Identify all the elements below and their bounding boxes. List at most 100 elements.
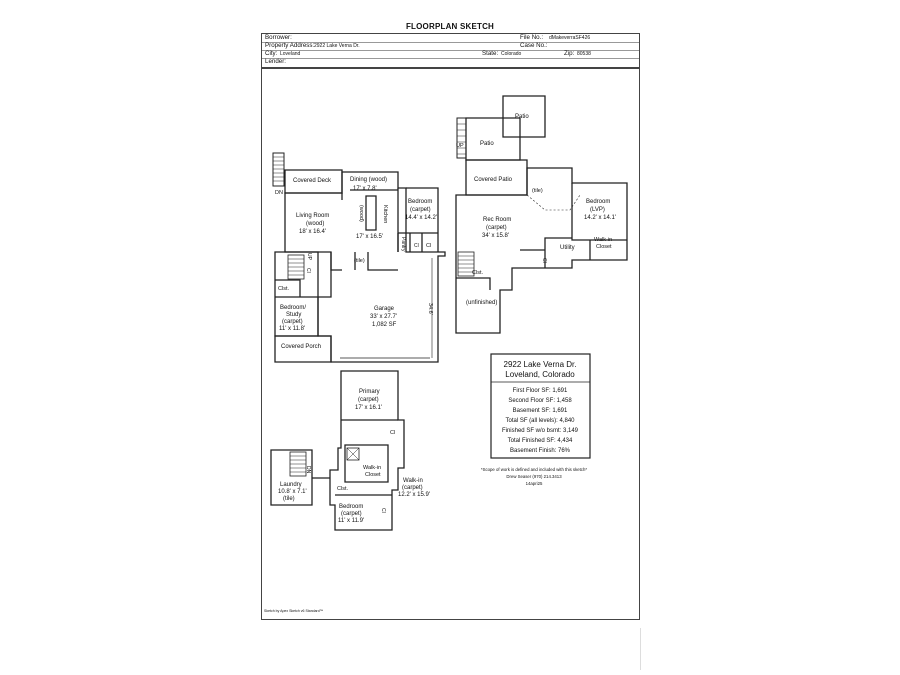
pantry-label: Pantry bbox=[400, 237, 406, 252]
bedroom-main-label: Bedroom bbox=[408, 199, 432, 205]
lender-label: Lender: bbox=[265, 58, 286, 65]
left-wing bbox=[274, 251, 319, 337]
summary-box bbox=[490, 353, 591, 459]
patio-stairs bbox=[456, 117, 467, 159]
footer-credit: Sketch by Apex Sketch v6 Standard™ bbox=[264, 609, 323, 613]
covered-porch-label: Covered Porch bbox=[281, 344, 321, 350]
laundry-outline bbox=[270, 449, 313, 506]
scope-note: *Scope of work is defined and included w… bbox=[481, 467, 587, 472]
primary-floor-label: (carpet) bbox=[358, 397, 379, 403]
header-row-borrower: Borrower: File No.: dMakeverraSF426 bbox=[262, 34, 639, 43]
clst-main-label: Clst. bbox=[278, 286, 289, 292]
property-address-value: 2922 Lake Verna Dr. bbox=[314, 43, 360, 49]
walkin-closet-label-2: Closet bbox=[365, 472, 381, 478]
cl-bsmt-label: Cl bbox=[541, 258, 547, 263]
header-row-address: Property Address: 2922 Lake Verna Dr. Ca… bbox=[262, 42, 639, 51]
shower bbox=[346, 447, 360, 461]
patio-stair-treads bbox=[457, 123, 466, 155]
bedroom-upper-dim-label: 11' x 11.9' bbox=[338, 518, 364, 524]
clst-upper-label: Clst. bbox=[337, 486, 348, 492]
summary-row: Total SF (all levels): 4,840 bbox=[505, 418, 575, 424]
room-labels: Covered Deck DN Dining (wood) 17' x 7.8'… bbox=[275, 114, 616, 524]
walkin-carpet-dim-label: 12.2' x 15.9' bbox=[398, 492, 430, 498]
cl-a-label: Cl bbox=[426, 243, 431, 249]
summary-text: 2922 Lake Verna Dr. Loveland, Colorado F… bbox=[264, 360, 587, 613]
tile-bsmt-label: (tile) bbox=[532, 188, 543, 194]
property-address-label: Property Address: bbox=[265, 42, 315, 49]
dn-upper-label: DN bbox=[305, 466, 311, 474]
upper-stair-treads bbox=[290, 455, 306, 473]
kitchen-label: Kitchen bbox=[382, 205, 388, 223]
bedroom-study-dim-label: 11' x 11.8' bbox=[279, 326, 305, 332]
summary-row: Second Floor SF: 1,458 bbox=[508, 398, 572, 404]
walls bbox=[270, 95, 628, 531]
garage-dim-label: 33' x 27.7' bbox=[370, 314, 397, 320]
page-title: FLOORPLAN SKETCH bbox=[405, 22, 495, 31]
basement-outline bbox=[455, 167, 628, 334]
covered-patio-label: Covered Patio bbox=[474, 177, 513, 183]
patio-top-outline bbox=[502, 95, 546, 138]
laundry-label: Laundry bbox=[280, 482, 302, 488]
borrower-label: Borrower: bbox=[265, 34, 292, 41]
living-floor-label: (wood) bbox=[306, 221, 324, 227]
up-main-label: UP bbox=[306, 253, 312, 261]
cl-upper-b-label: Cl bbox=[380, 508, 386, 513]
bedroom-main-dim-label: 14.4' x 14.2' bbox=[405, 215, 437, 221]
patio-top-label: Patio bbox=[515, 114, 529, 120]
basement-stair-treads bbox=[458, 255, 474, 273]
wood-vertical-label: (wood) bbox=[358, 205, 364, 222]
summary-row: Basement SF: 1,691 bbox=[513, 408, 568, 414]
state-label: State: bbox=[482, 50, 499, 57]
rec-room-dim-label: 34' x 15.8' bbox=[482, 233, 509, 239]
clst-bsmt-wall bbox=[456, 277, 491, 290]
bedroom-study-label: Bedroom/ bbox=[280, 305, 306, 311]
laundry-dim-label: 10.8' x 7.1' bbox=[278, 489, 307, 495]
city-value: Loveland bbox=[280, 51, 301, 57]
dn-main-label: DN bbox=[275, 190, 283, 196]
watermark-edge bbox=[640, 628, 653, 670]
upper-floor-outline bbox=[329, 370, 405, 531]
garage-label: Garage bbox=[374, 306, 395, 312]
zip-value: 80538 bbox=[577, 51, 591, 57]
contact-note: Drew Seaser (970) 214.3413 bbox=[506, 474, 562, 479]
bedroom-lvp-label: Bedroom bbox=[586, 199, 610, 205]
walkin-bsmt-label: Walk-in bbox=[594, 237, 612, 243]
summary-address-1: 2922 Lake Verna Dr. bbox=[504, 360, 577, 369]
walkin-bsmt-label-2: Closet bbox=[596, 244, 612, 250]
walkin-closet-walls bbox=[344, 444, 389, 483]
walkin-carpet-label: Walk-in bbox=[403, 478, 423, 484]
up-bsmt-label: UP bbox=[456, 143, 464, 149]
primary-label: Primary bbox=[359, 389, 380, 395]
cl-entry-label: Cl bbox=[305, 268, 311, 273]
date-note: 14apri25 bbox=[526, 481, 543, 486]
cl-b-label: Cl bbox=[414, 243, 419, 249]
shower-x bbox=[346, 447, 360, 461]
state-value: Colorado bbox=[501, 51, 522, 57]
pantry-wall bbox=[397, 233, 423, 252]
laundry-floor-label: (tile) bbox=[283, 496, 295, 502]
unfinished-label: (unfinished) bbox=[466, 300, 497, 306]
living-label: Living Room bbox=[296, 213, 329, 219]
tile-main-label: (tile) bbox=[354, 258, 365, 264]
living-dim-label: 18' x 16.4' bbox=[299, 229, 326, 235]
summary-row: Total Finished SF: 4,434 bbox=[508, 438, 573, 444]
kitchen-dim-label: 17' x 16.5' bbox=[356, 234, 383, 240]
walkin-closet-label: Walk-in bbox=[363, 465, 381, 471]
utility-label: Utility bbox=[560, 245, 575, 251]
sketch-frame bbox=[261, 68, 640, 620]
covered-deck-label: Covered Deck bbox=[293, 178, 332, 184]
garage-sf-label: 1,082 SF bbox=[372, 322, 397, 328]
primary-dim-label: 17' x 16.1' bbox=[355, 405, 382, 411]
entry-walls bbox=[330, 252, 398, 271]
rec-room-floor-label: (carpet) bbox=[486, 225, 507, 231]
header-row-lender: Lender: bbox=[262, 58, 639, 66]
header-row-city: City: Loveland State: Colorado Zip: 8053… bbox=[262, 50, 639, 59]
dining-wall bbox=[341, 189, 398, 200]
bedroom-study-floor-label: (carpet) bbox=[282, 319, 303, 325]
bedroom-lvp-floor-label: (LVP) bbox=[590, 207, 605, 213]
patio-outline bbox=[465, 117, 521, 161]
bedroom-upper-floor-label: (carpet) bbox=[341, 511, 362, 517]
summary-row: First Floor SF: 1,691 bbox=[513, 388, 568, 394]
deck-stairs bbox=[272, 152, 285, 187]
